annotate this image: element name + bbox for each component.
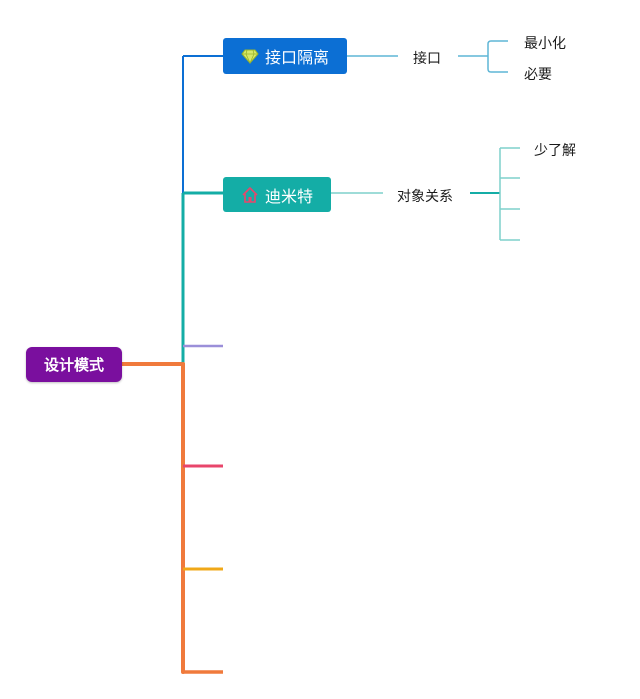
branch-node-demeter[interactable]: 迪米特 — [223, 177, 331, 212]
leaf-necessary[interactable]: 必要 — [524, 67, 552, 83]
house-icon — [241, 186, 259, 204]
sub2-leaf-bracket — [499, 147, 520, 241]
subtopic-interface[interactable]: 接口 — [413, 51, 441, 67]
branch-label: 接口隔离 — [264, 48, 329, 67]
leaf-minimize[interactable]: 最小化 — [524, 36, 566, 52]
sub1-leaf-bracket — [487, 40, 508, 73]
root-label: 设计模式 — [43, 356, 104, 374]
branch-label: 迪米特 — [264, 186, 313, 206]
subtopic-object-relations[interactable]: 对象关系 — [397, 189, 453, 205]
branch-node-interface-segregation[interactable]: 接口隔离 — [223, 38, 347, 74]
gem-icon — [241, 47, 259, 65]
leaf-know-less[interactable]: 少了解 — [534, 143, 576, 159]
root-node[interactable]: 设计模式 — [26, 347, 122, 382]
